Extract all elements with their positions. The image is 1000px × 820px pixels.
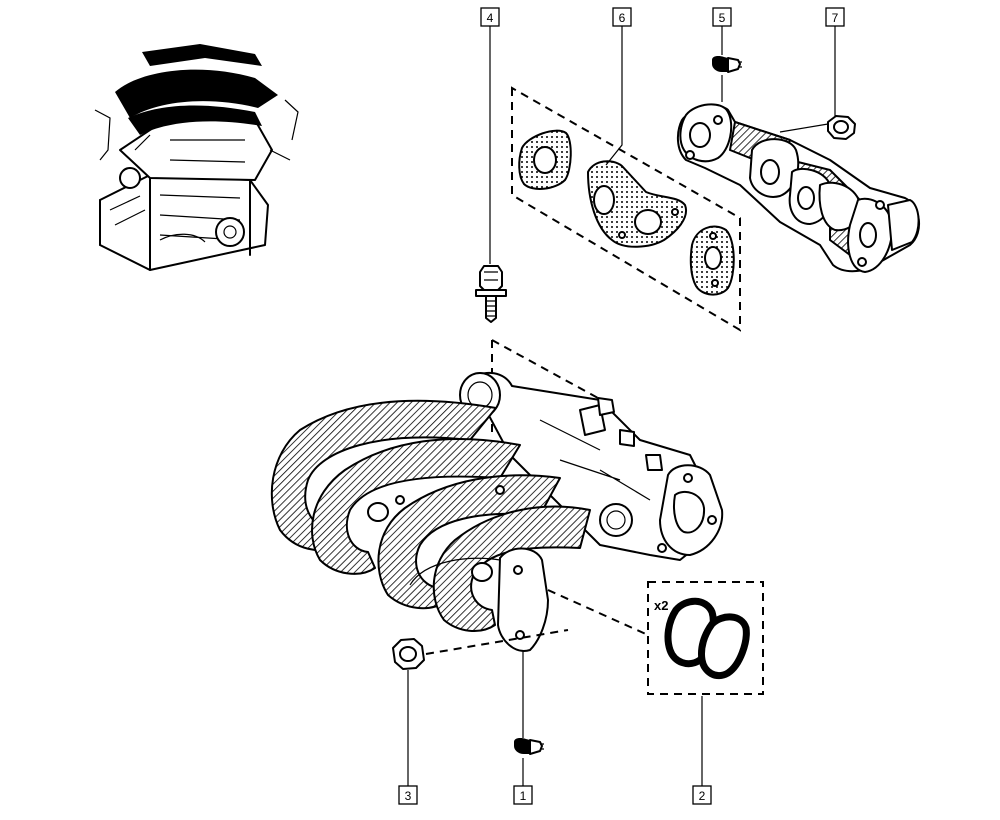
clip-5-illustration: [712, 26, 742, 102]
callout-6-label: 6: [619, 11, 626, 25]
intake-manifold-illustration: [270, 371, 724, 652]
callout-5: 5: [712, 7, 732, 27]
callout-4-label: 4: [487, 11, 494, 25]
callout-3-label: 3: [405, 789, 412, 803]
callout-7: 7: [825, 7, 845, 27]
callout-3: 3: [398, 785, 418, 805]
quantity-label: x2: [654, 598, 668, 613]
nut-3-illustration: [392, 629, 569, 786]
nut-7-illustration: [827, 26, 856, 140]
engine-overview-illustration: [94, 44, 299, 271]
callout-1: 1: [513, 785, 533, 805]
gasket-set-illustration: [511, 26, 741, 332]
seal-2-illustration: x2: [547, 581, 764, 786]
exhaust-manifold-illustration: [676, 103, 920, 273]
clip-1-illustration: [514, 650, 544, 786]
callout-5-label: 5: [719, 11, 726, 25]
callout-4: 4: [480, 7, 500, 27]
callout-6: 6: [612, 7, 632, 27]
callout-2: 2: [692, 785, 712, 805]
callout-1-label: 1: [520, 789, 527, 803]
callout-7-label: 7: [832, 11, 839, 25]
callout-2-label: 2: [699, 789, 706, 803]
